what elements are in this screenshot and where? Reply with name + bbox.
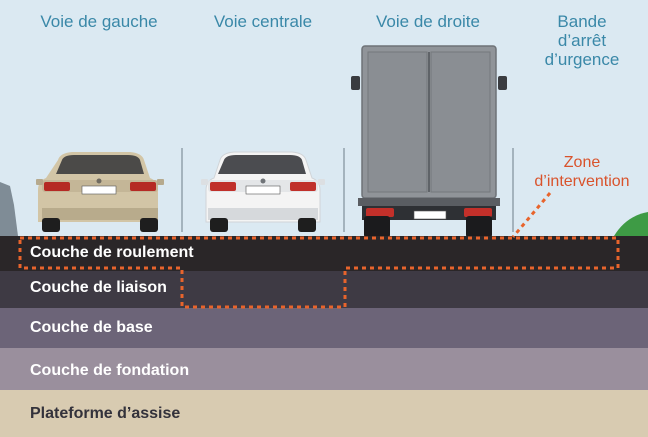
layer-band-assise [0, 390, 648, 437]
lane-label-right: Voie de droite [376, 12, 480, 31]
zone-line-1: Zone [563, 154, 601, 171]
intervention-zone-outline [18, 236, 620, 309]
layer-label-fondation: Couche de fondation [30, 362, 190, 379]
shoulder-line-2: d’arrêt [557, 31, 607, 50]
layer-band-base [0, 308, 648, 348]
layer-label-base: Couche de base [30, 319, 153, 336]
car-beige [36, 152, 164, 232]
lane-label-center: Voie centrale [213, 12, 313, 31]
layer-label-roulement: Couche de roulement [30, 244, 194, 261]
layer-label-liaison: Couche de liaison [30, 279, 167, 296]
rock-left [0, 182, 18, 236]
intervention-zone-pointer [511, 192, 552, 238]
layer-band-roulement [0, 236, 648, 271]
grass-right [614, 212, 648, 236]
intervention-zone-label: Zone d’intervention [524, 153, 640, 191]
car-white [201, 151, 325, 232]
layer-band-fondation [0, 348, 648, 390]
zone-line-2: d’intervention [534, 173, 630, 190]
lane-label-left: Voie de gauche [40, 12, 158, 31]
layer-band-liaison [0, 271, 648, 308]
lane-label-shoulder: Bande d’arrêt d’urgence [522, 12, 642, 69]
truck [351, 45, 507, 238]
layer-label-assise: Plateforme d’assise [30, 405, 181, 422]
shoulder-line-3: d’urgence [544, 50, 620, 69]
shoulder-line-1: Bande [557, 12, 607, 31]
